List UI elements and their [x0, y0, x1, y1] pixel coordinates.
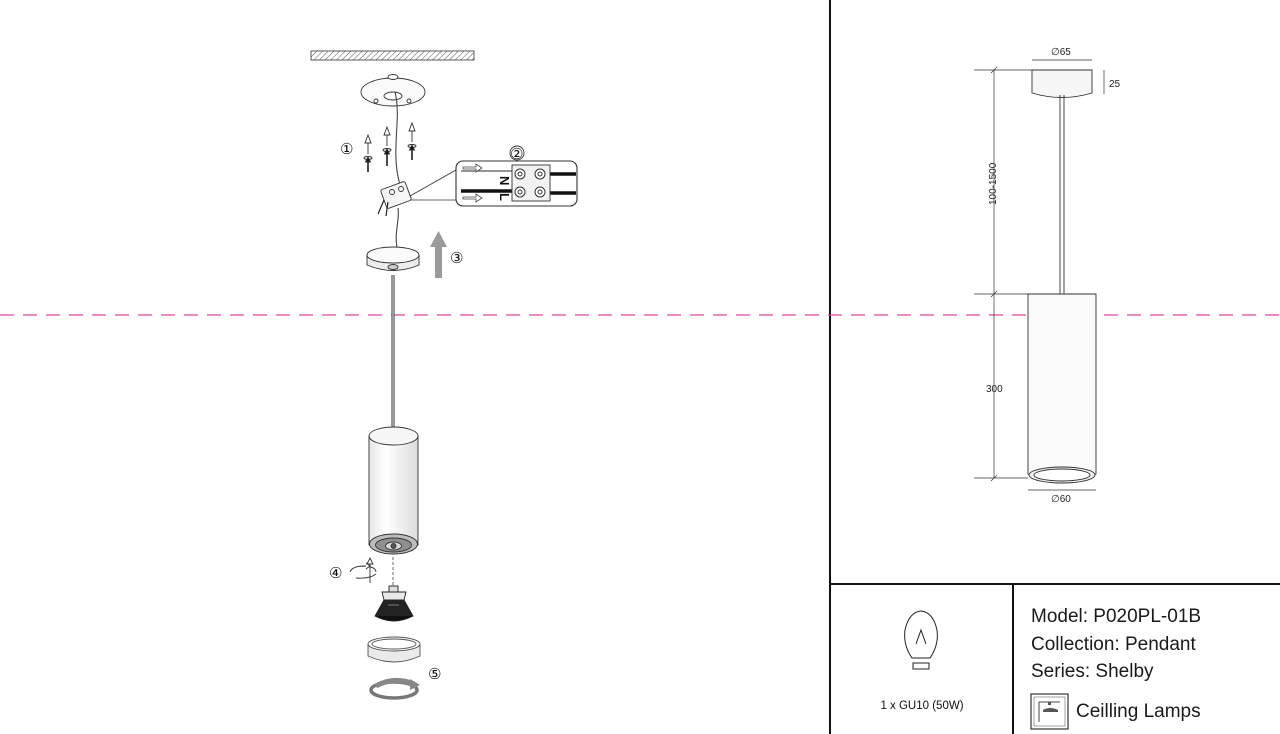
canopy-height-label: 25: [1109, 79, 1121, 90]
rotate-arrow-icon: [349, 556, 377, 583]
light-bulb-icon: [904, 610, 938, 670]
gu10-bulb: [374, 585, 414, 622]
step-3-marker: ③: [450, 249, 463, 267]
cable-length-label: 100-1500: [988, 162, 999, 205]
wiring-detail-inset: [455, 145, 578, 207]
dimension-drawing: [974, 59, 1105, 491]
terminal-n-label: N: [497, 176, 512, 185]
canopy-diameter-label: ∅65: [1051, 47, 1071, 58]
terminal-block: [377, 181, 412, 217]
category-label: Ceilling Lamps: [1076, 701, 1201, 722]
body-diameter-label: ∅60: [1051, 494, 1071, 505]
retaining-ring: [369, 678, 420, 700]
step-5-marker: ⑤: [428, 665, 441, 683]
up-arrow-icon: [430, 231, 447, 278]
ceiling-lamp-icon: [1030, 693, 1069, 730]
canopy: [366, 246, 420, 271]
step-4-marker: ④: [329, 564, 342, 582]
supply-wire: [394, 91, 401, 186]
terminal-l-label: L: [497, 193, 512, 201]
model-label: Model: P020PL-01B: [1031, 606, 1202, 627]
collection-label: Collection: Pendant: [1031, 634, 1196, 655]
ceiling-surface: [310, 50, 475, 61]
mounting-plate: [360, 74, 426, 107]
panel-borders: [829, 0, 1280, 734]
decorative-ring: [367, 636, 421, 663]
series-label: Series: Shelby: [1031, 661, 1154, 682]
body-height-label: 300: [986, 384, 1003, 395]
step-2-marker: ②: [510, 145, 523, 163]
screws-icon: [363, 121, 417, 172]
step-1-marker: ①: [340, 140, 353, 158]
bulb-spec-label: 1 x GU10 (50W): [880, 700, 964, 712]
lamp-body: [368, 426, 419, 555]
